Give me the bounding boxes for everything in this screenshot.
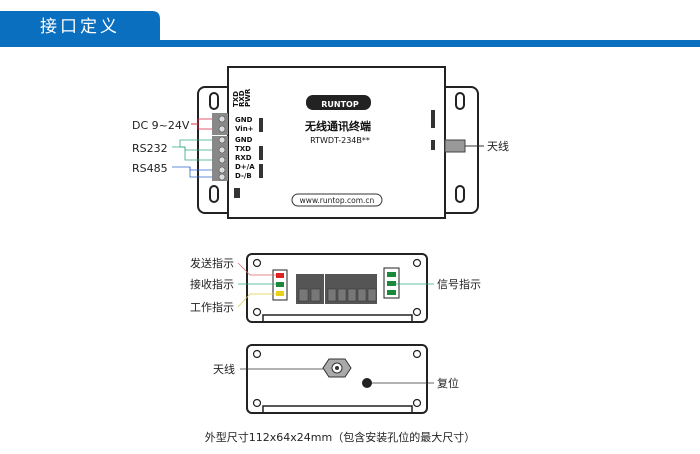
receive-indicator-label: 接收指示: [190, 277, 234, 291]
status-pin-label: TXD: [232, 91, 240, 107]
dimensions-caption: 外型尺寸112x64x24mm（包含安装孔位的最大尺寸）: [205, 430, 475, 444]
section-title: 接口定义: [40, 17, 120, 37]
pin-label: D+/A: [235, 163, 255, 171]
send-indicator-label: 发送指示: [190, 256, 234, 270]
antenna-connector: [444, 139, 466, 153]
signal-leds: [387, 272, 396, 295]
status-pin-label: PWR: [244, 88, 252, 107]
device-top-view: TXD RXD PWR GND Vin+ GND TXD RXD D+/A D-…: [132, 66, 509, 219]
section-header: 接口定义: [0, 11, 700, 47]
pin-label: TXD: [235, 145, 251, 153]
mount-hole: [209, 185, 219, 203]
send-led: [276, 273, 284, 278]
signal-indicator-label: 信号指示: [437, 277, 481, 291]
antenna-label: 天线: [487, 139, 509, 153]
power-label: DC 9~24V: [132, 119, 190, 132]
work-indicator-label: 工作指示: [190, 300, 234, 314]
product-name: 无线通讯终端: [304, 119, 371, 133]
mount-hole: [455, 92, 465, 110]
device-back-view: 天线 复位: [213, 344, 459, 414]
brand-name: RUNTOP: [321, 100, 359, 109]
pin-label: GND: [235, 116, 253, 124]
reset-label: 复位: [437, 376, 459, 390]
mount-hole: [455, 185, 465, 203]
pin-label: Vin+: [235, 125, 254, 133]
rs485-label: RS485: [132, 162, 168, 175]
device-front-view: 发送指示 接收指示 工作指示 信号指示: [190, 253, 481, 323]
power-terminal: [212, 113, 228, 135]
mount-hole: [209, 92, 219, 110]
status-pin-label: RXD: [238, 90, 246, 107]
model-number: RTWDT-234B**: [310, 136, 370, 145]
antenna-label: 天线: [213, 362, 235, 376]
pin-label: GND: [235, 136, 253, 144]
pin-label: RXD: [235, 154, 252, 162]
website: www.runtop.com.cn: [300, 196, 375, 205]
reset-button: [362, 378, 372, 388]
receive-led: [276, 282, 284, 287]
brand-logo: [306, 95, 371, 110]
pin-label: D-/B: [235, 172, 252, 180]
work-led: [276, 291, 284, 296]
rs232-label: RS232: [132, 142, 168, 155]
